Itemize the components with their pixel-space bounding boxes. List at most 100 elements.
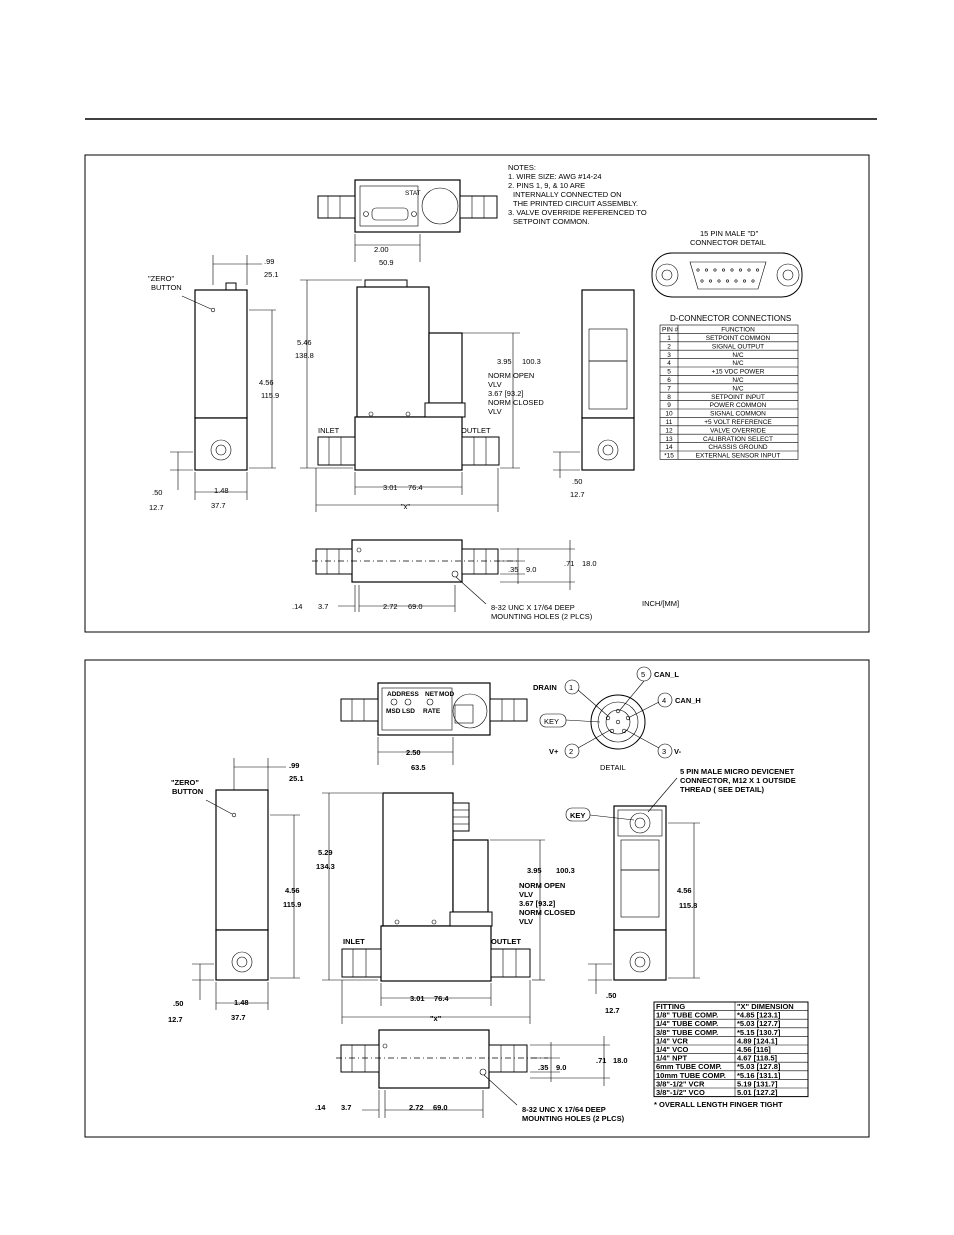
dim-offset-mm: 12.7 xyxy=(605,1006,620,1015)
dim-base-mm: 76.4 xyxy=(434,994,449,1003)
dim-fitting-height-in: .71 xyxy=(596,1056,606,1065)
key-label: KEY xyxy=(544,717,559,726)
dim-hole-offset-mm: 3.7 xyxy=(318,602,328,611)
table-cell: 5.19 [131.7] xyxy=(737,1079,778,1088)
closed-dim-label: 3.67 [93.2] xyxy=(488,389,523,398)
dim-offset-in: .50 xyxy=(606,991,616,1000)
table-header: PIN # xyxy=(662,327,679,334)
side-view-right: KEY 4.56 115.8 .50 12.7 xyxy=(565,777,700,1015)
dim-hole-spacing-in: 2.72 xyxy=(409,1103,424,1112)
panel-devicenet-frame xyxy=(84,659,870,1138)
table-cell: 14 xyxy=(665,444,673,451)
dim-width-mm: 63.5 xyxy=(411,763,426,772)
table-cell: 1/4" NPT xyxy=(656,1054,687,1063)
table-cell: 4.67 [118.5] xyxy=(737,1054,778,1063)
table-cell: 2 xyxy=(667,343,671,350)
dim-hole-depth-in: .35 xyxy=(508,565,518,574)
zero-label-2: BUTTON xyxy=(151,283,182,292)
pin-label-canl: CAN_L xyxy=(654,670,679,679)
dim-hole-spacing-mm: 69.0 xyxy=(433,1103,448,1112)
mount-note-1: 8-32 UNC X 17/64 DEEP xyxy=(522,1105,606,1114)
dim-width-in: 2.50 xyxy=(406,748,421,757)
dim-offset-in: .50 xyxy=(572,477,582,486)
vlv-label: VLV xyxy=(519,890,533,899)
table-cell: 6 xyxy=(667,377,671,384)
d-pin xyxy=(755,268,759,272)
front-view: INLET OUTLET 5.46 138.8 3.95 100.3 NORM … xyxy=(295,279,544,512)
mount-note-2: MOUNTING HOLES (2 PLCS) xyxy=(491,612,593,621)
dim-hole-offset-in: .14 xyxy=(292,602,302,611)
dim-offset-in: .50 xyxy=(173,999,183,1008)
table-cell: 3/8" TUBE COMP. xyxy=(656,1028,718,1037)
table-cell: CALIBRATION SELECT xyxy=(703,436,773,443)
zero-label-1: "ZERO" xyxy=(171,778,199,787)
dim-hole-spacing-in: 2.72 xyxy=(383,602,398,611)
notes-block: NOTES: 1. WIRE SIZE: AWG #14-24 2. PINS … xyxy=(508,163,647,226)
closed-dim-label: 3.67 [93.2] xyxy=(519,899,556,908)
devicenet-note-2: CONNECTOR, M12 X 1 OUTSIDE xyxy=(680,776,796,785)
table-cell: 1/4" TUBE COMP. xyxy=(656,1019,718,1028)
dim-total-height-mm: 138.8 xyxy=(295,351,314,360)
table-cell: *5.03 [127.7] xyxy=(737,1019,781,1028)
dim-total-height-mm: 134.3 xyxy=(316,862,335,871)
norm-closed-label: NORM CLOSED xyxy=(519,908,576,917)
table-header: "X" DIMENSION xyxy=(737,1002,794,1011)
dim-offset-mm: 12.7 xyxy=(149,503,164,512)
panel-analog: STAT 2.00 50.9 NOTES: 1. WIRE SIZE: AWG … xyxy=(84,154,870,633)
d-pin xyxy=(696,268,700,272)
table-cell: 1/4" VCR xyxy=(656,1036,688,1045)
table-cell: *5.03 [127.8] xyxy=(737,1062,781,1071)
dim-total-height-in: 5.29 xyxy=(318,848,333,857)
d-connector-detail: 15 PIN MALE "D" CONNECTOR DETAIL xyxy=(651,229,803,298)
table-cell: +15 VDC POWER xyxy=(712,369,765,376)
d-pin xyxy=(742,279,746,283)
dim-fitting-height-in: .71 xyxy=(564,559,574,568)
table-cell: 10 xyxy=(665,411,673,418)
table-cell: N/C xyxy=(732,360,744,367)
dim-valve-in: 3.95 xyxy=(527,866,542,875)
devicenet-note-3: THREAD ( SEE DETAIL) xyxy=(680,785,765,794)
table-cell: N/C xyxy=(732,352,744,359)
dim-zero-in: .99 xyxy=(289,761,299,770)
bottom-view: .14 3.7 2.72 69.0 .35 9.0 .71 18.0 8-32 … xyxy=(315,1029,628,1123)
pin-label-drain: DRAIN xyxy=(533,683,557,692)
pin-label-canh: CAN_H xyxy=(675,696,701,705)
side-view-right: .50 12.7 xyxy=(553,289,635,499)
note-line: 2. PINS 1, 9, & 10 ARE xyxy=(508,181,585,190)
dim-fitting-height-mm: 18.0 xyxy=(613,1056,628,1065)
dim-height-in: 4.56 xyxy=(259,378,274,387)
table-cell: EXTERNAL SENSOR INPUT xyxy=(696,453,781,460)
dim-hole-depth-mm: 9.0 xyxy=(526,565,536,574)
devicenet-note-1: 5 PIN MALE MICRO DEVICENET xyxy=(680,767,795,776)
dconn-table-title: D-CONNECTOR CONNECTIONS xyxy=(670,314,791,323)
table-cell: SIGNAL COMMON xyxy=(710,411,766,418)
pin-number: 2 xyxy=(569,747,573,756)
zero-label-1: "ZERO" xyxy=(148,274,174,283)
table-cell: 9 xyxy=(667,402,671,409)
panel-analog-frame xyxy=(84,154,870,633)
top-view: ADDRESS NET MOD MSD LSD RATE 2.50 63.5 xyxy=(340,682,528,772)
d-pin xyxy=(713,268,717,272)
side-view-left: "ZERO" BUTTON .99 25.1 4.56 115.9 .50 12… xyxy=(148,255,279,512)
lsd-label: LSD xyxy=(402,708,415,715)
dim-depth-in: 1.48 xyxy=(234,998,249,1007)
table-cell: 4.89 [124.1] xyxy=(737,1036,778,1045)
d-pin xyxy=(747,268,751,272)
dim-height-mm: 115.9 xyxy=(261,391,279,400)
note-line: 1. WIRE SIZE: AWG #14-24 xyxy=(508,172,602,181)
dim-base-in: 3.01 xyxy=(410,994,425,1003)
dim-width-in: 2.00 xyxy=(374,245,389,254)
d-pin xyxy=(721,268,725,272)
vlv-label: VLV xyxy=(488,380,502,389)
dim-hole-offset-mm: 3.7 xyxy=(341,1103,351,1112)
fitting-footnote: * OVERALL LENGTH FINGER TIGHT xyxy=(654,1100,783,1109)
dim-offset-mm: 12.7 xyxy=(168,1015,183,1024)
d-pin xyxy=(734,279,738,283)
dim-offset-mm: 12.7 xyxy=(570,490,585,499)
note-line: SETPOINT COMMON. xyxy=(513,217,590,226)
table-cell: 1 xyxy=(667,335,671,342)
table-cell: 3 xyxy=(667,352,671,359)
